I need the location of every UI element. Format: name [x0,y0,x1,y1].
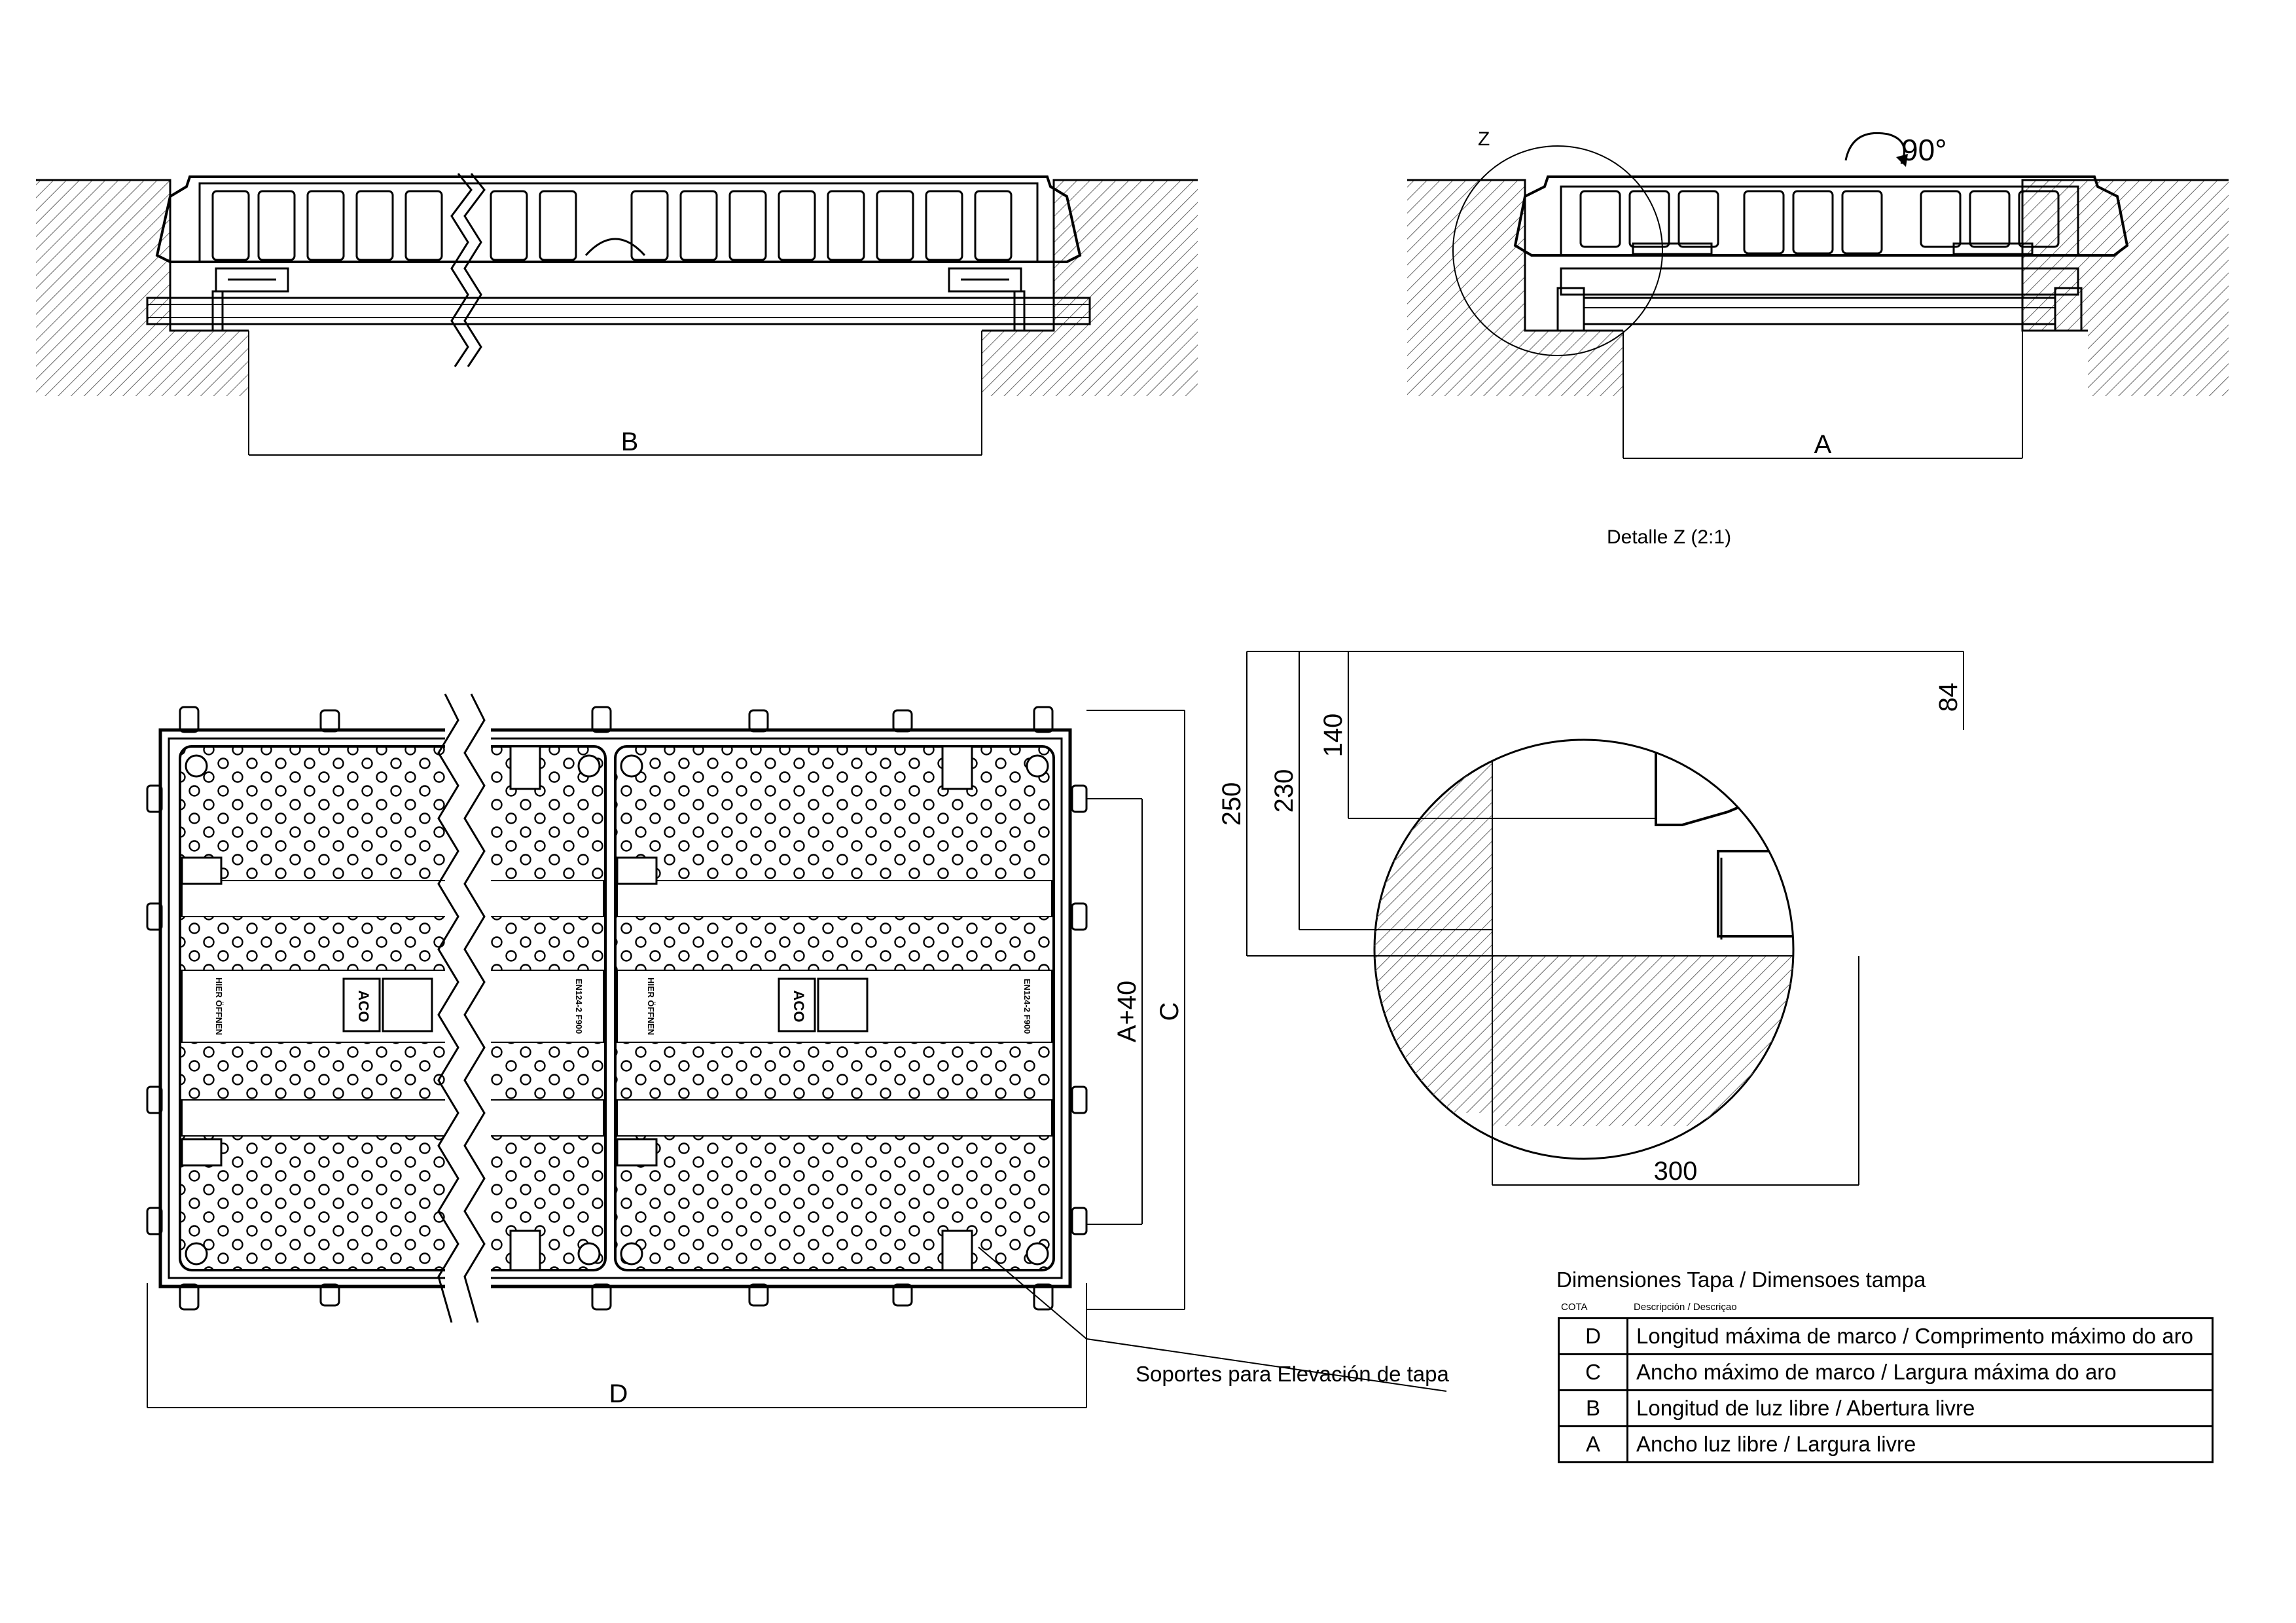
norm-label-right: EN124-2 F900 [1022,979,1032,1034]
dim-84: 84 [1934,683,1963,712]
norm-label-left: EN124-2 F900 [574,979,584,1034]
dim-250: 250 [1217,782,1246,826]
cota-cell: D [1558,1317,1628,1355]
section-view-transversal: Z 90° A [1407,128,2229,459]
dim-label-a: A [1814,430,1832,459]
cota-cell: A [1558,1425,1628,1463]
dim-140: 140 [1319,714,1348,757]
detail-z-view: Detalle Z (2:1) XXX [1217,526,1964,1186]
dim-300: 300 [1654,1157,1698,1186]
rotation-arrow-icon [1844,132,1905,164]
dimensions-table: D Longitud máxima de marco / Comprimento… [1558,1317,2214,1463]
callout-lifting-supports: Soportes para Elevación de tapa [1136,1362,1449,1386]
desc-cell: Ancho luz libre / Largura livre [1626,1425,2214,1463]
detail-title: Detalle Z (2:1) [1607,526,1731,548]
open-label-left: HIER ÖFFNEN [214,977,224,1035]
dim-230: 230 [1270,769,1299,813]
cota-cell: B [1558,1389,1628,1427]
table-row: D Longitud máxima de marco / Comprimento… [1558,1317,2214,1355]
brand-right: ACO [791,991,807,1023]
table-row: C Ancho máximo de marco / Largura máxima… [1558,1353,2214,1391]
dim-label-c: C [1155,1002,1184,1021]
cota-cell: C [1558,1353,1628,1391]
table-header-cota: COTA [1561,1302,1588,1313]
table-row: A Ancho luz libre / Largura livre [1558,1425,2214,1463]
plan-view: ACO ACO HIER ÖFFNEN EN124-2 F900 HIER ÖF… [146,693,1449,1408]
dim-label-d: D [609,1379,628,1408]
rotation-label: 90° [1901,133,1947,167]
desc-cell: Longitud máxima de marco / Comprimento m… [1626,1317,2214,1355]
brand-left: ACO [355,991,372,1023]
ground-right [982,180,1198,396]
desc-cell: Longitud de luz libre / Abertura livre [1626,1389,2214,1427]
section-view-longitudinal: B [36,173,1198,456]
table-title: Dimensiones Tapa / Dimensoes tampa [1556,1267,1926,1292]
dim-label-b: B [621,428,639,456]
table-row: B Longitud de luz libre / Abertura livre [1558,1389,2214,1427]
open-label-right: HIER ÖFFNEN [646,977,656,1035]
dim-label-a40: A+40 [1113,981,1141,1043]
desc-cell: Ancho máximo de marco / Largura máxima d… [1626,1353,2214,1391]
detail-marking: XXX [1888,775,1946,807]
detail-marker-z: Z [1478,128,1490,150]
ground-left [36,180,249,396]
table-header-desc: Descripción / Descriçao [1634,1302,1737,1313]
